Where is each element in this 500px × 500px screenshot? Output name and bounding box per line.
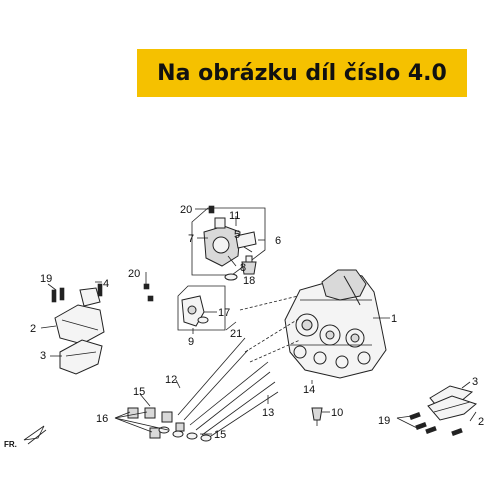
label-7: 7 [188, 233, 194, 245]
label-3-right: 3 [472, 376, 478, 388]
label-14: 14 [303, 384, 315, 396]
label-19-left: 19 [40, 273, 52, 285]
tensioner-assembly [203, 217, 257, 267]
label-12: 12 [165, 374, 177, 386]
thermostat-housing [181, 295, 209, 327]
label-4: 4 [103, 278, 109, 290]
bolt-20-top [208, 205, 215, 214]
label-19-right: 19 [378, 415, 390, 427]
side-cover-right [427, 385, 478, 421]
o-ring-18 [224, 273, 238, 281]
cylinder-studs [177, 337, 279, 439]
label-10: 10 [331, 407, 343, 419]
label-15-top: 15 [133, 386, 145, 398]
label-2-right: 2 [478, 416, 484, 428]
label-11: 11 [229, 210, 240, 222]
banner-text: Na obrázku díl číslo 4.0 [157, 60, 447, 86]
label-16: 16 [96, 413, 108, 425]
gasket-left [59, 339, 103, 375]
label-20-mid: 20 [128, 268, 140, 280]
front-direction-indicator [23, 425, 47, 445]
label-20-top: 20 [180, 204, 192, 216]
label-17: 17 [218, 307, 230, 319]
side-cover-left [54, 287, 105, 345]
label-9: 9 [188, 336, 194, 348]
label-fr: FR. [4, 440, 17, 449]
label-3-left: 3 [40, 350, 46, 362]
spark-plug [311, 407, 323, 426]
label-21: 21 [230, 328, 242, 340]
label-6: 6 [275, 235, 281, 247]
part-number-banner: Na obrázku díl číslo 4.0 [137, 49, 467, 97]
plug-5 [241, 255, 257, 275]
cylinder-head [284, 269, 387, 379]
label-18: 18 [243, 275, 255, 287]
label-1: 1 [391, 313, 397, 325]
label-2-left: 2 [30, 323, 36, 335]
label-13: 13 [262, 407, 274, 419]
label-15-bottom: 15 [214, 429, 226, 441]
label-5: 5 [234, 229, 240, 241]
label-8: 8 [240, 262, 246, 274]
